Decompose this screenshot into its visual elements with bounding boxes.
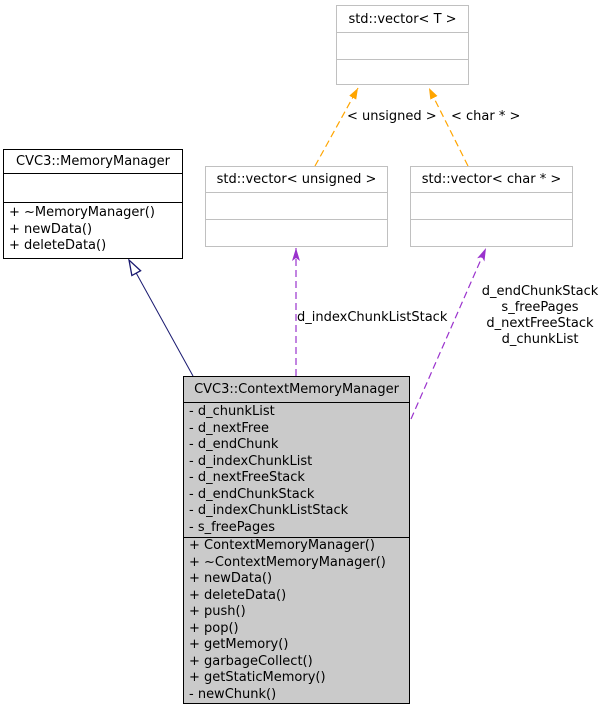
attributes-compartment-empty [337,32,468,59]
method-item: + getMemory() [189,637,289,652]
class-node-std-vector-t[interactable]: std::vector< T > [336,5,469,85]
method-item: + newData() [9,221,93,237]
attributes-compartment-empty [4,173,182,202]
edge-label-template-unsigned: < unsigned > [347,109,437,124]
edge-label-usage-char-ptr-members: d_endChunkStack s_freePages d_nextFreeSt… [474,284,602,348]
attribute-item: - d_indexChunkListStack [189,503,349,518]
attribute-item: - d_endChunkStack [189,486,315,502]
edge-template-unsigned [314,87,359,167]
edge-template-char-ptr [428,87,469,167]
class-node-std-vector-unsigned[interactable]: std::vector< unsigned > [205,166,388,247]
class-title: CVC3::MemoryManager [16,154,170,169]
method-item: + ~MemoryManager() [9,205,155,220]
attribute-item: - s_freePages [189,519,275,535]
methods-compartment: + ~MemoryManager() + newData() + deleteD… [4,202,182,258]
attribute-item: - d_nextFree [189,420,269,436]
edge-label-line: d_endChunkStack [481,284,599,299]
class-node-std-vector-char-ptr[interactable]: std::vector< char * > [410,166,573,247]
method-item: + newData() [189,571,273,586]
class-title: std::vector< unsigned > [216,172,377,187]
class-title: std::vector< char * > [421,172,562,187]
methods-compartment-empty [411,219,572,246]
method-item: + ~ContextMemoryManager() [189,554,386,570]
method-item: + deleteData() [189,587,287,603]
methods-compartment-empty [206,219,387,246]
methods-compartment: + ContextMemoryManager() + ~ContextMemor… [184,537,409,703]
edge-label-template-char-ptr: < char * > [451,109,521,124]
class-title: std::vector< T > [348,11,457,27]
method-item: + getStaticMemory() [189,670,326,685]
attributes-compartment: - d_chunkList - d_nextFree - d_endChunk … [184,402,409,537]
edge-inheritance [129,260,194,377]
method-item: + garbageCollect() [189,653,313,669]
edge-label-usage-index-chunk-list-stack: d_indexChunkListStack [297,310,448,325]
method-item: + ContextMemoryManager() [189,538,375,553]
method-item: + deleteData() [9,238,107,253]
edge-label-line: d_chunkList [501,332,579,347]
edge-label-line: s_freePages [501,300,579,315]
class-node-context-memory-manager[interactable]: CVC3::ContextMemoryManager - d_chunkList… [183,376,410,704]
attributes-compartment-empty [206,192,387,219]
class-title: CVC3::ContextMemoryManager [194,382,399,397]
methods-compartment-empty [337,59,468,84]
class-node-memory-manager[interactable]: CVC3::MemoryManager + ~MemoryManager() +… [3,149,183,259]
edge-label-line: d_nextFreeStack [486,316,594,331]
method-item: - newChunk() [189,686,277,702]
method-item: + push() [189,604,246,619]
attribute-item: - d_nextFreeStack [189,470,305,485]
attribute-item: - d_indexChunkList [189,453,313,469]
method-item: + pop() [189,620,239,636]
attribute-item: - d_endChunk [189,437,279,452]
attributes-compartment-empty [411,192,572,219]
attribute-item: - d_chunkList [189,404,275,419]
